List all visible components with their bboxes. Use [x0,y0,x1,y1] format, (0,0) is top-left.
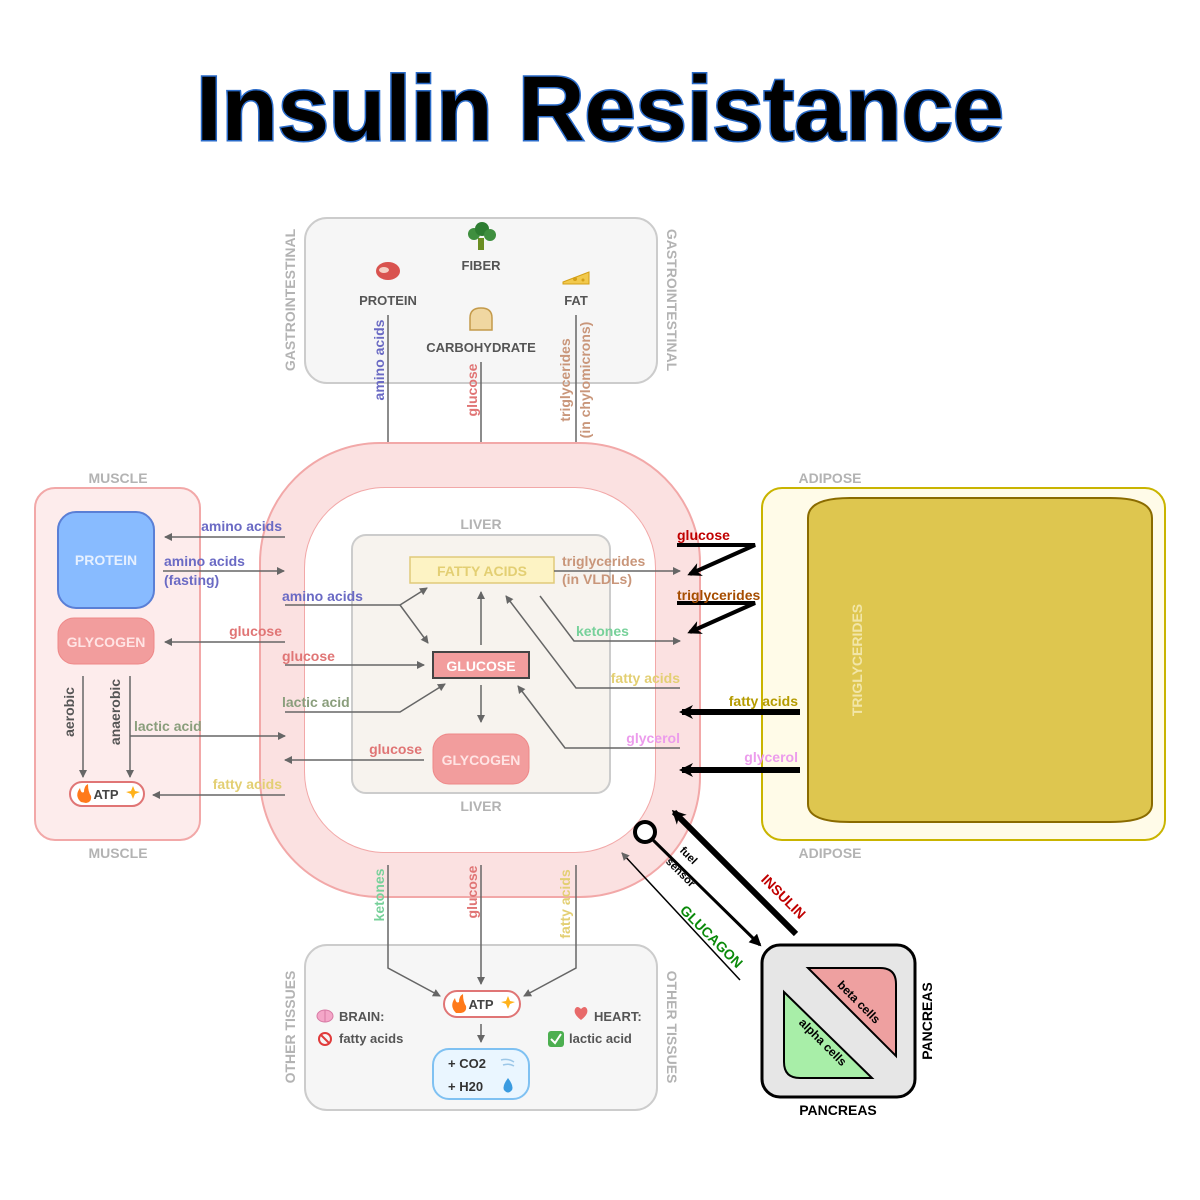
muscle-fatty-acids: fatty acids [213,776,282,792]
check-icon [548,1031,564,1047]
aerobic-label: aerobic [61,687,77,737]
gi-label-left: GASTROINTESTINAL [282,228,298,371]
adipose-triglycerides-label: TRIGLYCERIDES [849,604,865,716]
brain-label: BRAIN: [339,1009,385,1024]
page-title: Insulin Resistance [196,58,1004,160]
liver-triglycerides: triglycerides [562,553,645,569]
pancreas-label-bottom: PANCREAS [799,1102,877,1118]
arrow-glycerol-in [517,685,680,749]
arrow-lactic-in [285,683,446,713]
heart-label: HEART: [594,1009,642,1024]
adipose-triglycerides-store [807,497,1153,823]
insulin-label: INSULIN [758,871,809,922]
liver-ketones: ketones [576,623,629,639]
muscle-lactic-acid: lactic acid [134,718,202,734]
muscle-amino-acids-out: amino acids [164,553,245,569]
liver-vldls: (in VLDLs) [562,571,632,587]
arrow-adipose-triglycerides [677,601,756,634]
anaerobic-label: anaerobic [107,679,123,745]
muscle-glycogen-node [57,617,155,665]
arrow-fatty-acids-down [523,865,577,997]
liver-label-bottom: LIVER [460,798,501,814]
muscle-protein-node [57,511,155,609]
liver-lactic-acid: lactic acid [282,694,350,710]
liver-glycogen-node [432,733,530,785]
spark-icon [126,786,140,799]
liver-glucose-out: glucose [369,741,422,757]
heart-item: lactic acid [569,1031,632,1046]
ot-glucose: glucose [464,865,480,918]
no-entry-icon [318,1032,332,1046]
arrow-adipose-glucose [677,543,756,576]
fiber-label: FIBER [462,258,502,273]
spark-icon [501,996,515,1009]
muscle-atp-label: ATP [93,787,118,802]
arrow-ketones-out [539,595,681,645]
fire-icon [77,784,92,803]
fire-icon [452,994,467,1013]
liver-glucose-in: glucose [282,648,335,664]
arrow-amino-to-glucose [399,604,429,644]
dash-icon [500,1058,515,1067]
adipose-label-bottom: ADIPOSE [798,845,861,861]
muscle-amino-acids-in: amino acids [201,518,282,534]
gi-glucose: glucose [464,363,480,416]
muscle-label-top: MUSCLE [88,470,147,486]
adipose-fatty-acids-label: fatty acids [729,693,798,709]
ot-fatty-acids: fatty acids [557,869,573,938]
ot-atp-label: ATP [468,997,493,1012]
gi-chylomicrons: (in chylomicrons) [577,322,593,439]
adipose-label-top: ADIPOSE [798,470,861,486]
arrow-fa-in [505,595,680,689]
liver-glucose-node [432,651,530,679]
muscle-glucose-in: glucose [229,623,282,639]
protein-label: PROTEIN [359,293,417,308]
muscle-glycogen-label: GLYCOGEN [67,634,146,650]
adipose-triglycerides-in-label: triglycerides [677,587,760,603]
liver-fatty-acids-label: FATTY ACIDS [437,563,527,579]
heart-icon [574,1007,588,1020]
liver-fatty-acids-node [409,556,555,584]
arrow-fuel-sensor [650,837,762,947]
alpha-cells-region [783,989,875,1079]
gi-triglycerides: triglycerides [557,338,573,421]
other-tissues-label-right: OTHER TISSUES [664,971,680,1084]
liver-glycerol: glycerol [626,730,680,746]
arrow-ketones-down [387,865,441,997]
other-tissues-label-left: OTHER TISSUES [282,971,298,1084]
arrow-insulin [671,809,799,937]
muscle-fasting: (fasting) [164,572,219,588]
muscle-protein-label: PROTEIN [75,552,137,568]
bread-icon [469,307,493,331]
fuel-sensor-icon [633,820,657,844]
glucagon-label: GLUCAGON [677,902,746,971]
liver-amino-acids: amino acids [282,588,363,604]
adipose-glucose-label: glucose [677,527,730,543]
brain-item: fatty acids [339,1031,403,1046]
fat-label: FAT [564,293,588,308]
cheese-icon [562,271,590,285]
broccoli-icon [468,222,496,250]
gi-label-right: GASTROINTESTINAL [664,229,680,372]
beta-cells-region [805,967,897,1059]
muscle-label-bottom: MUSCLE [88,845,147,861]
liver-glucose-label: GLUCOSE [446,658,515,674]
pancreas-label-side: PANCREAS [919,982,935,1060]
liver-fatty-acids-in: fatty acids [611,670,680,686]
adipose-glycerol-label: glycerol [744,749,798,765]
steak-icon [376,262,400,280]
carbohydrate-label: CARBOHYDRATE [426,340,536,355]
liver-label-top: LIVER [460,516,501,532]
arrow-glucagon [621,852,741,981]
gi-amino-acids: amino acids [371,319,387,400]
ot-ketones: ketones [371,868,387,921]
liver-glycogen-label: GLYCOGEN [442,752,521,768]
droplet-icon [503,1078,513,1093]
co2-label: + CO2 [448,1056,486,1071]
h2o-label: + H20 [448,1079,483,1094]
brain-icon [316,1009,334,1023]
